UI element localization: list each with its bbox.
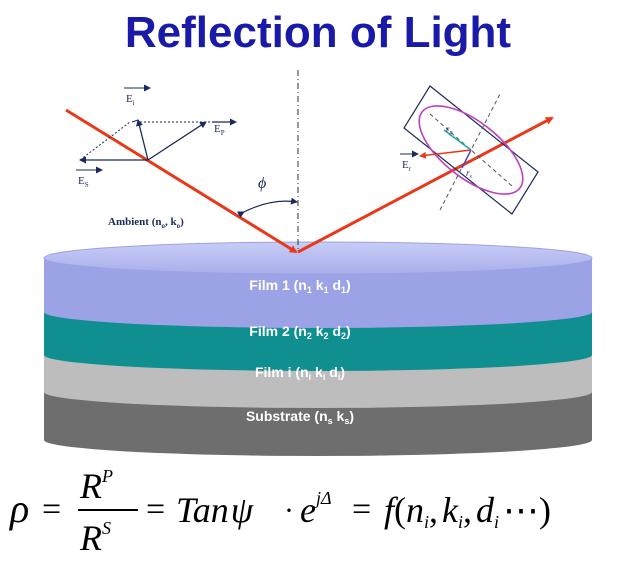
rs-line xyxy=(461,149,472,169)
polarization-ellipse-group xyxy=(403,85,539,215)
film1-layer xyxy=(43,241,593,328)
eq-exponential: ejΔ xyxy=(300,488,332,530)
ambient-label: Ambient (no, ko) xyxy=(108,216,184,230)
film2-label: Film 2 (n2 k2 d2) xyxy=(249,323,350,341)
svg-text:ES: ES xyxy=(78,175,89,189)
dotted-guide-1 xyxy=(79,121,131,161)
ellipsometry-equation: ρ = RP RS = Tanψ · ejΔ = f(ni,ki,di⋯) xyxy=(8,466,551,558)
svg-text:Er: Er xyxy=(402,159,412,173)
es-label: ES xyxy=(76,166,103,189)
polarization-ellipse xyxy=(418,105,524,195)
er-vector xyxy=(419,149,472,159)
eq-tan-psi: Tanψ xyxy=(176,490,254,530)
er-label: Er xyxy=(400,150,419,173)
incident-field-vectors xyxy=(79,118,237,164)
ei-label: Ei xyxy=(124,84,151,107)
rs-label: rs xyxy=(466,168,473,180)
svg-text:EP: EP xyxy=(214,123,225,137)
eq-equals-1: = xyxy=(42,491,61,528)
rp-line xyxy=(443,129,472,151)
reflected-ray xyxy=(297,116,554,254)
eq-dot: · xyxy=(284,494,294,527)
ep-vector xyxy=(147,121,207,161)
eq-rho: ρ xyxy=(8,486,29,531)
incident-ray xyxy=(65,108,298,254)
phi-label: ϕ xyxy=(258,175,266,192)
rp-label: rp xyxy=(446,124,453,136)
svg-text:Ei: Ei xyxy=(126,93,135,107)
film-i-label: Film i (ni ki di) xyxy=(255,364,345,382)
polarization-box xyxy=(403,85,539,215)
angle-arc xyxy=(237,197,298,218)
film1-label: Film 1 (n1 k1 d1) xyxy=(249,277,350,295)
ep-label: EP xyxy=(214,123,225,137)
eq-denominator: RS xyxy=(79,518,111,558)
eq-equals-3: = xyxy=(352,491,371,528)
eq-numerator: RP xyxy=(79,466,113,506)
eq-function: f(ni,ki,di⋯) xyxy=(384,490,551,532)
substrate-label: Substrate (ns ks) xyxy=(246,408,354,426)
diagram-title: Reflection of Light xyxy=(124,8,512,57)
eq-equals-2: = xyxy=(146,491,165,528)
ei-vector xyxy=(136,119,149,161)
